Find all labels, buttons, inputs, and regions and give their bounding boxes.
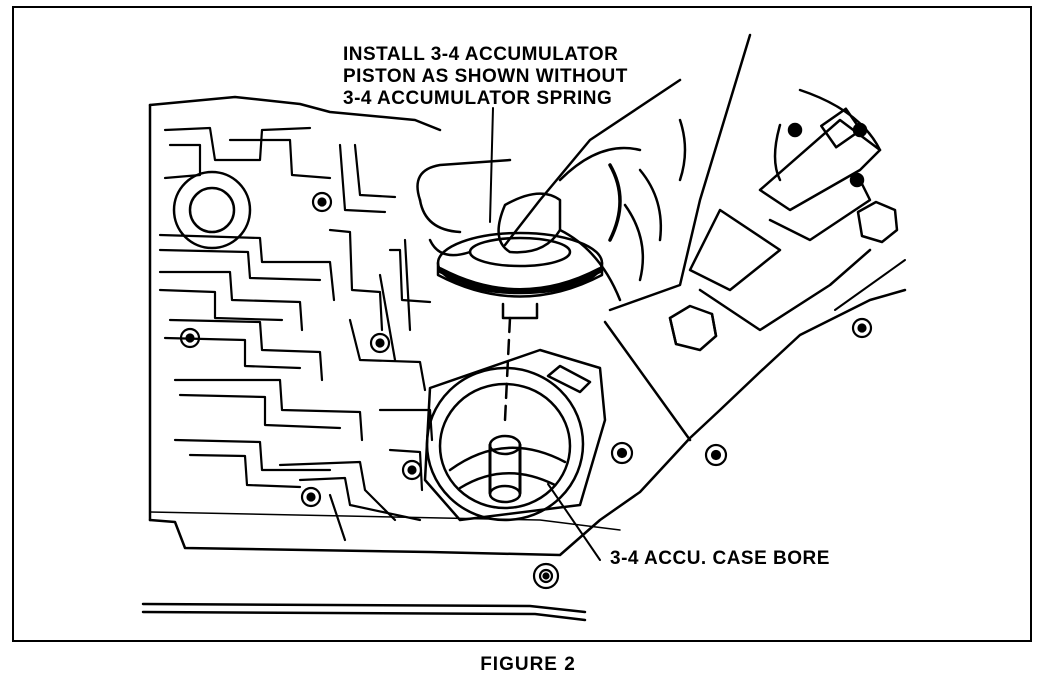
- hand: [416, 33, 752, 312]
- valve-body-port: [172, 170, 252, 250]
- valve-body-bolts: [179, 191, 873, 590]
- fluid-passages: [158, 126, 434, 542]
- hex-bolts: [668, 200, 899, 352]
- callout-leader-bore: [547, 483, 601, 561]
- callout-line-3: 3-4 ACCUMULATOR SPRING: [343, 88, 613, 109]
- linkage-arm: [688, 88, 906, 332]
- accumulator-housing: [423, 348, 607, 522]
- accumulator-piston: [436, 231, 604, 320]
- callout-leader-piston: [489, 107, 494, 223]
- piston-install-callout: INSTALL 3-4 ACCUMULATOR PISTON AS SHOWN …: [343, 44, 628, 110]
- callout-line-1: INSTALL 3-4 ACCUMULATOR: [343, 44, 619, 65]
- valve-body: [148, 95, 907, 557]
- figure-frame: [12, 6, 1032, 642]
- figure-caption: FIGURE 2: [480, 654, 576, 675]
- callout-line-2: PISTON AS SHOWN WITHOUT: [343, 66, 628, 87]
- bottom-edge-lines: [141, 602, 587, 622]
- alignment-dashed-line: [503, 316, 512, 422]
- accumulator-case-bore: [425, 366, 585, 522]
- case-bore-callout: 3-4 ACCU. CASE BORE: [610, 548, 830, 569]
